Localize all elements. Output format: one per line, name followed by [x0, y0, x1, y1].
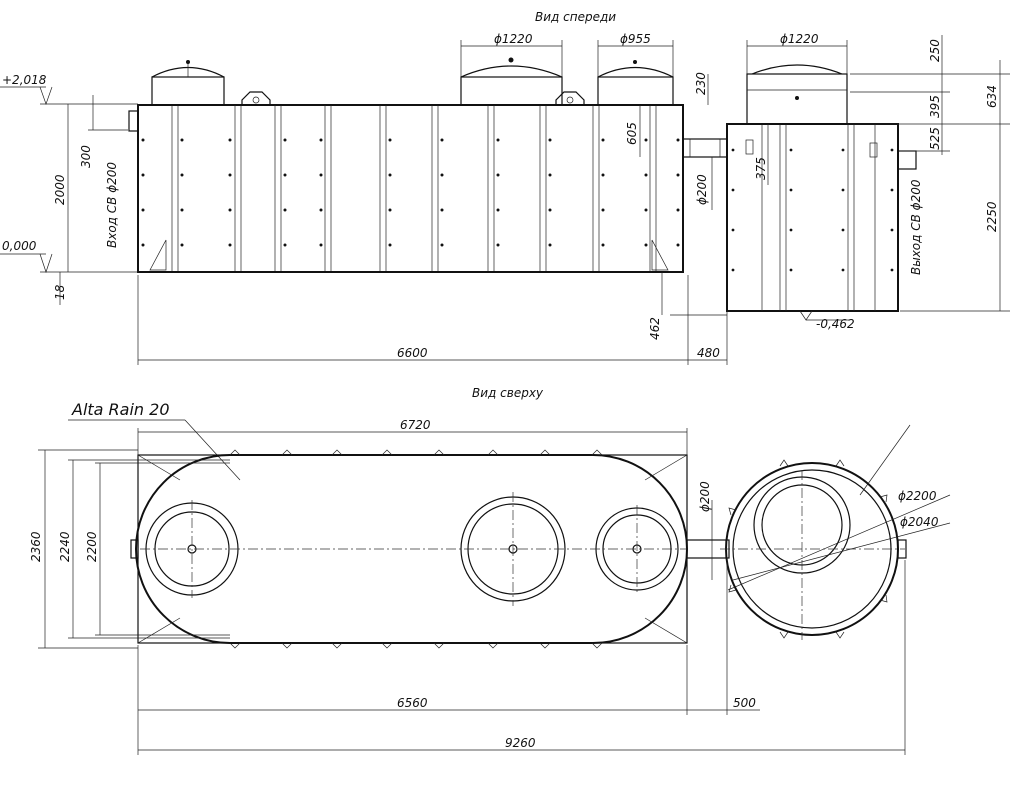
- dim-w-6600: 6600: [397, 346, 428, 360]
- level-low: -0,462: [816, 317, 855, 331]
- dim-w-6560: 6560: [397, 696, 428, 710]
- level-top: +2,018: [2, 73, 47, 87]
- main-tank-front: [137, 104, 684, 273]
- dim-h-634: 634: [985, 85, 999, 108]
- lifting-lug-1: [241, 91, 271, 106]
- dim-d-2040: ϕ2040: [900, 515, 939, 529]
- dim-pipe-d-top: ϕ200: [698, 481, 712, 512]
- inlet-pipe-front: [128, 110, 139, 132]
- dim-w-9260: 9260: [505, 736, 536, 750]
- dim-h-462: 462: [648, 317, 662, 340]
- riser-2-front: [460, 57, 563, 106]
- riser-3-front: [597, 60, 674, 106]
- dim-d-2200: ϕ2200: [898, 489, 937, 503]
- dim-h-2360: 2360: [29, 531, 43, 562]
- top-dimensions: [38, 424, 951, 755]
- dim-h-525: 525: [928, 127, 942, 150]
- dim-h-395: 395: [928, 95, 942, 118]
- dim-h-18: 18: [53, 284, 67, 300]
- dim-h-2000: 2000: [53, 174, 67, 205]
- dim-h-2240: 2240: [58, 531, 72, 562]
- level-zero: 0,000: [2, 239, 37, 253]
- dim-h-605: 605: [625, 122, 639, 145]
- dim-pipe-d: ϕ200: [695, 174, 709, 205]
- riser-1-front: [151, 60, 225, 106]
- dim-w-500: 500: [733, 696, 756, 710]
- dim-h-230: 230: [694, 72, 708, 95]
- well-tank-top: [720, 459, 907, 640]
- main-tank-top: [130, 449, 688, 649]
- front-view-title: Вид спереди: [535, 10, 616, 24]
- well-tank-front: [726, 64, 917, 312]
- dim-lid-d3: ϕ1220: [780, 32, 819, 46]
- inlet-label: Вход СВ ϕ200: [105, 162, 119, 248]
- dim-h-2200: 2200: [85, 531, 99, 562]
- dim-lid-d1: ϕ1220: [494, 32, 533, 46]
- connecting-pipe-front: [682, 138, 728, 158]
- lifting-lug-2: [555, 91, 585, 106]
- dim-h-2250: 2250: [985, 201, 999, 232]
- model-label: Alta Rain 20: [71, 400, 170, 419]
- front-dimensions: [0, 35, 1010, 365]
- dim-w-6720: 6720: [400, 418, 431, 432]
- dim-h-300: 300: [79, 145, 93, 168]
- dim-h-250: 250: [928, 39, 942, 62]
- dim-lid-d2: ϕ955: [620, 32, 651, 46]
- outlet-label: Выход СВ ϕ200: [909, 179, 923, 275]
- top-view-title: Вид сверху: [472, 386, 544, 400]
- dim-w-480: 480: [697, 346, 720, 360]
- dim-h-375: 375: [754, 157, 768, 180]
